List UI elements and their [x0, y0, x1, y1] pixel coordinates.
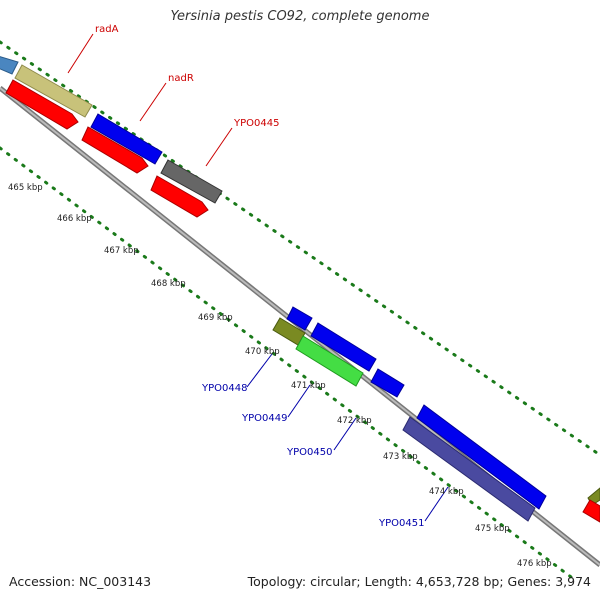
tick-label: 474 kbp	[429, 487, 464, 497]
gene-label[interactable]: radA	[95, 24, 119, 35]
tick-label: 466 kbp	[57, 214, 92, 224]
gene-green	[295, 335, 364, 387]
tick-label: 465 kbp	[8, 183, 43, 193]
outer-dotted-guide	[0, 40, 600, 457]
gene-red-1	[5, 79, 79, 130]
tick-label: 473 kbp	[383, 452, 418, 462]
genome-summary: Topology: circular; Length: 4,653,728 bp…	[247, 574, 591, 589]
tick-label: 476 kbp	[517, 559, 552, 569]
gene-label[interactable]: YPO0451	[378, 518, 424, 529]
gene-label[interactable]: YPO0450	[286, 447, 332, 458]
tick-label: 468 kbp	[151, 279, 186, 289]
gene-label[interactable]: nadR	[168, 73, 194, 84]
tick-labels: 465 kbp 466 kbp 467 kbp 468 kbp 469 kbp 470 k…	[8, 183, 552, 569]
gene-red-2	[81, 126, 149, 174]
gene-blue-small-1	[286, 306, 313, 331]
gene-label[interactable]: YPO0445	[233, 118, 279, 129]
tick-label: 469 kbp	[198, 313, 233, 323]
gene-label[interactable]: YPO0449	[241, 413, 287, 424]
gene-features-middle	[272, 306, 405, 398]
gene-features-upper	[0, 56, 223, 218]
accession-label: Accession: NC_003143	[9, 574, 152, 589]
gene-radA	[14, 64, 93, 118]
gene-red-edge	[582, 499, 600, 523]
gene-YPO0445	[160, 159, 223, 204]
gene-blue-YPO0451	[416, 404, 547, 510]
gene-blue-long	[310, 322, 377, 372]
genome-title: Yersinia pestis CO92, complete genome	[170, 9, 430, 24]
dotted-guides	[0, 40, 600, 582]
tick-label: 472 kbp	[337, 416, 372, 426]
gene-label[interactable]: YPO0448	[201, 383, 247, 394]
gene-nadR	[90, 113, 163, 165]
gene-steel-partial	[0, 56, 19, 75]
inner-dotted-guide	[0, 146, 577, 582]
gene-navy	[402, 416, 536, 522]
tick-label: 467 kbp	[104, 246, 139, 256]
gene-labels: radA nadR YPO0445YPO0448YPO0449YPO0450YPO0…	[95, 24, 424, 529]
tick-label: 471 kbp	[291, 381, 326, 391]
tick-label: 470 kbp	[245, 347, 280, 357]
gene-red-3	[150, 175, 209, 218]
gene-features-lower	[402, 404, 600, 523]
label-leaders	[67, 33, 449, 522]
tick-label: 475 kbp	[475, 524, 510, 534]
gene-blue-small-2	[370, 368, 405, 398]
